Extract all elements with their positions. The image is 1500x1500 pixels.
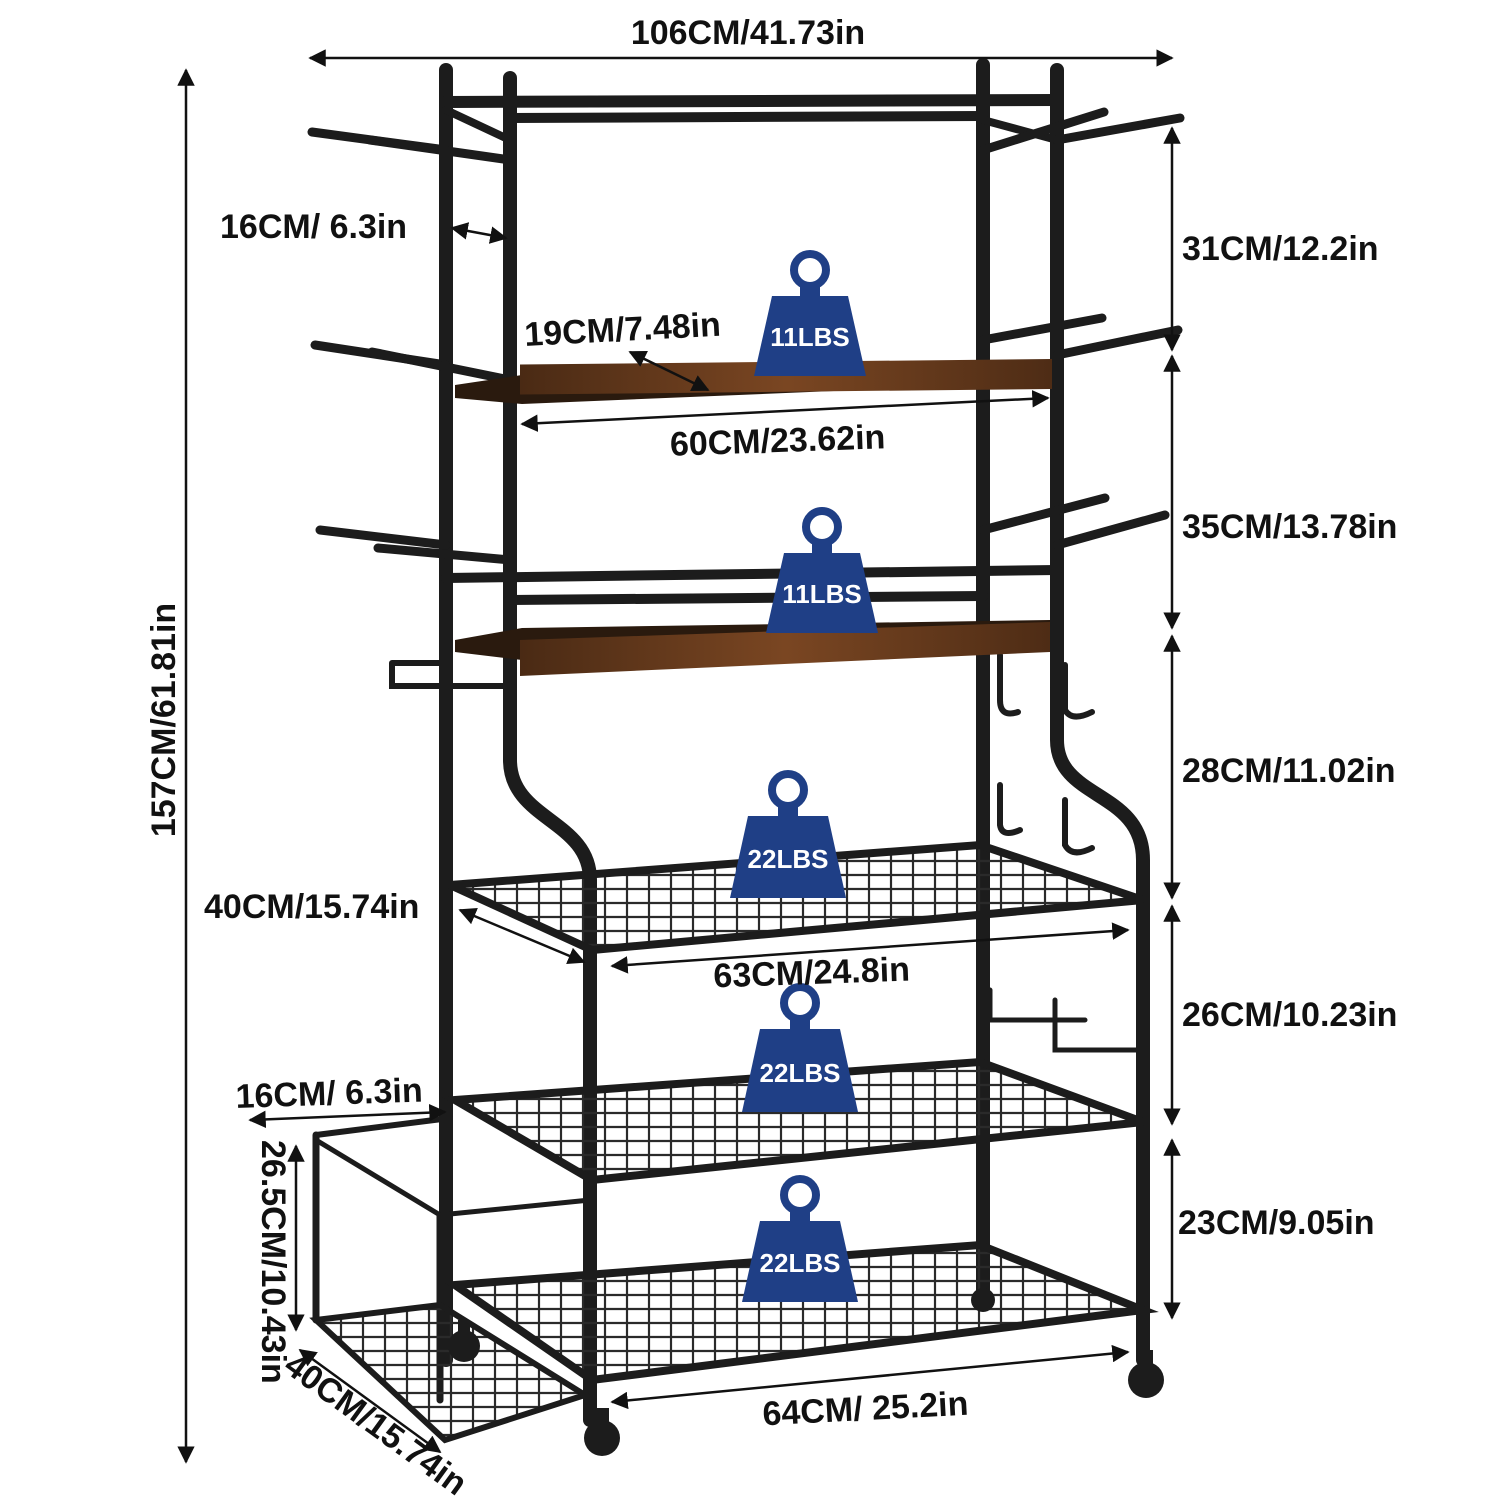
weight-label: 22LBS: [748, 844, 829, 874]
front-left-post-curve: [503, 683, 597, 1427]
side-arms-right: [978, 107, 1185, 1053]
label-height-total: 157CM/61.81in: [145, 603, 183, 837]
label-hook-bottom: 16CM/ 6.3in: [235, 1071, 423, 1116]
label-gap-4: 26CM/10.23in: [1182, 996, 1397, 1034]
dim-base-width: [610, 1344, 1130, 1410]
label-gap-3: 28CM/11.02in: [1182, 752, 1396, 790]
dimension-lines: [177, 49, 1181, 1464]
dim-wood-width: [520, 390, 1050, 432]
label-wood-depth: 19CM/7.48in: [523, 306, 721, 354]
label-wood-width: 60CM/23.62in: [669, 418, 886, 463]
label-gap-2: 35CM/13.78in: [1182, 508, 1397, 546]
weight-label: 22LBS: [760, 1058, 841, 1088]
weight-label: 11LBS: [770, 322, 850, 352]
weight-label: 22LBS: [760, 1248, 841, 1278]
wood-shelf-mid: [455, 620, 1050, 676]
label-width-total: 106CM/41.73in: [631, 14, 865, 52]
front-right-post-curve: [1050, 683, 1150, 1367]
rack-frame: [439, 58, 1150, 1427]
weight-badge-mesh-top: 22LBS: [730, 770, 846, 898]
weight-label: 11LBS: [782, 579, 862, 609]
caster-wheels: [448, 1288, 1164, 1456]
dim-mesh-depth: [458, 908, 586, 964]
label-gap-5: 23CM/9.05in: [1178, 1204, 1375, 1242]
label-basket-height: 26.5CM/10.43in: [254, 1140, 292, 1384]
weight-badge-wood-top: 11LBS: [754, 250, 866, 376]
dim-hook-top: [450, 222, 508, 244]
dim-hook-bottom: [248, 1103, 447, 1129]
label-mesh-width: 63CM/24.8in: [713, 951, 911, 996]
label-base-width: 64CM/ 25.2in: [762, 1385, 970, 1434]
label-gap-1: 31CM/12.2in: [1182, 230, 1379, 268]
weight-badge-mesh-bottom: 22LBS: [742, 1175, 858, 1302]
dim-wood-depth: [628, 350, 710, 392]
weight-badge-mesh-mid: 22LBS: [742, 983, 858, 1112]
label-mesh-depth: 40CM/15.74in: [204, 888, 419, 926]
dim-mesh-width: [610, 922, 1130, 974]
label-hook-top: 16CM/ 6.3in: [220, 208, 407, 246]
dim-basket-width: [298, 1348, 442, 1454]
wood-shelf-top: [455, 358, 1052, 404]
side-arms-left: [307, 127, 515, 689]
weight-badge-wood-mid: 11LBS: [766, 507, 878, 633]
